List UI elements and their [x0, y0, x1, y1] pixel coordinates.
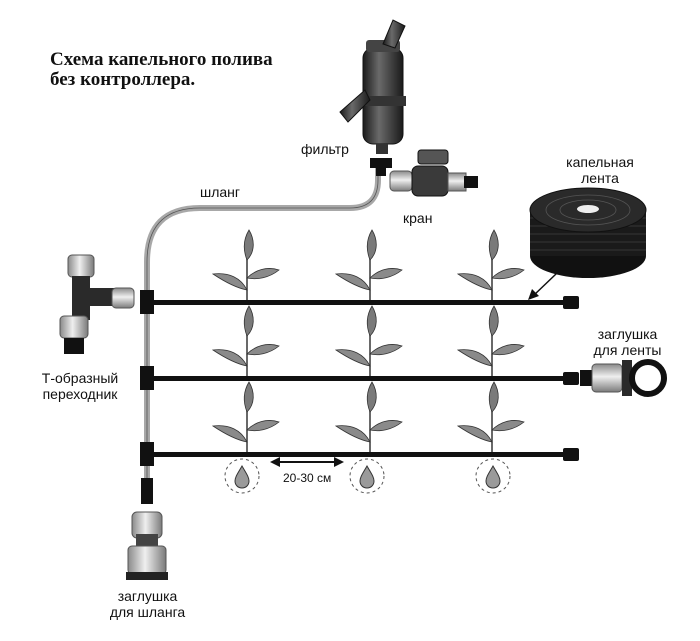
plants-row-1: [212, 229, 525, 301]
filter-label: фильтр: [301, 141, 349, 157]
double-arrow-icon: [270, 457, 344, 467]
valve-icon: [389, 149, 478, 197]
tape-plug-icon: [580, 359, 667, 397]
plants-row-2: [212, 305, 525, 377]
drip-line-1: [150, 296, 579, 309]
hose-plug-icon: [126, 511, 168, 580]
drip-line-2: [150, 372, 579, 385]
plants-row-3: [212, 381, 525, 453]
drip-tape-label: капельная лента: [566, 154, 634, 186]
hose-tee-connectors: [140, 290, 154, 504]
hose-plug-label: заглушка для шланга: [109, 588, 186, 620]
hose-label: шланг: [200, 184, 241, 200]
filter-tee: [370, 158, 392, 176]
tee-adapter-label: Т-образный переходник: [41, 370, 119, 402]
spacing-label: 20-30 см: [283, 471, 332, 485]
tee-adapter-icon: [59, 254, 135, 354]
hose-pipe: [144, 168, 381, 500]
drip-tape-reel-icon: [529, 187, 647, 278]
tape-plug-label: заглушка для ленты: [593, 326, 662, 358]
valve-label: кран: [403, 210, 433, 226]
diagram-title: Схема капельного полива без контроллера.: [50, 49, 273, 90]
filter-icon: [339, 19, 406, 154]
drip-line-3: [150, 448, 579, 461]
water-drop-icons: [224, 458, 511, 494]
reel-pointer-arrow: [528, 273, 557, 300]
